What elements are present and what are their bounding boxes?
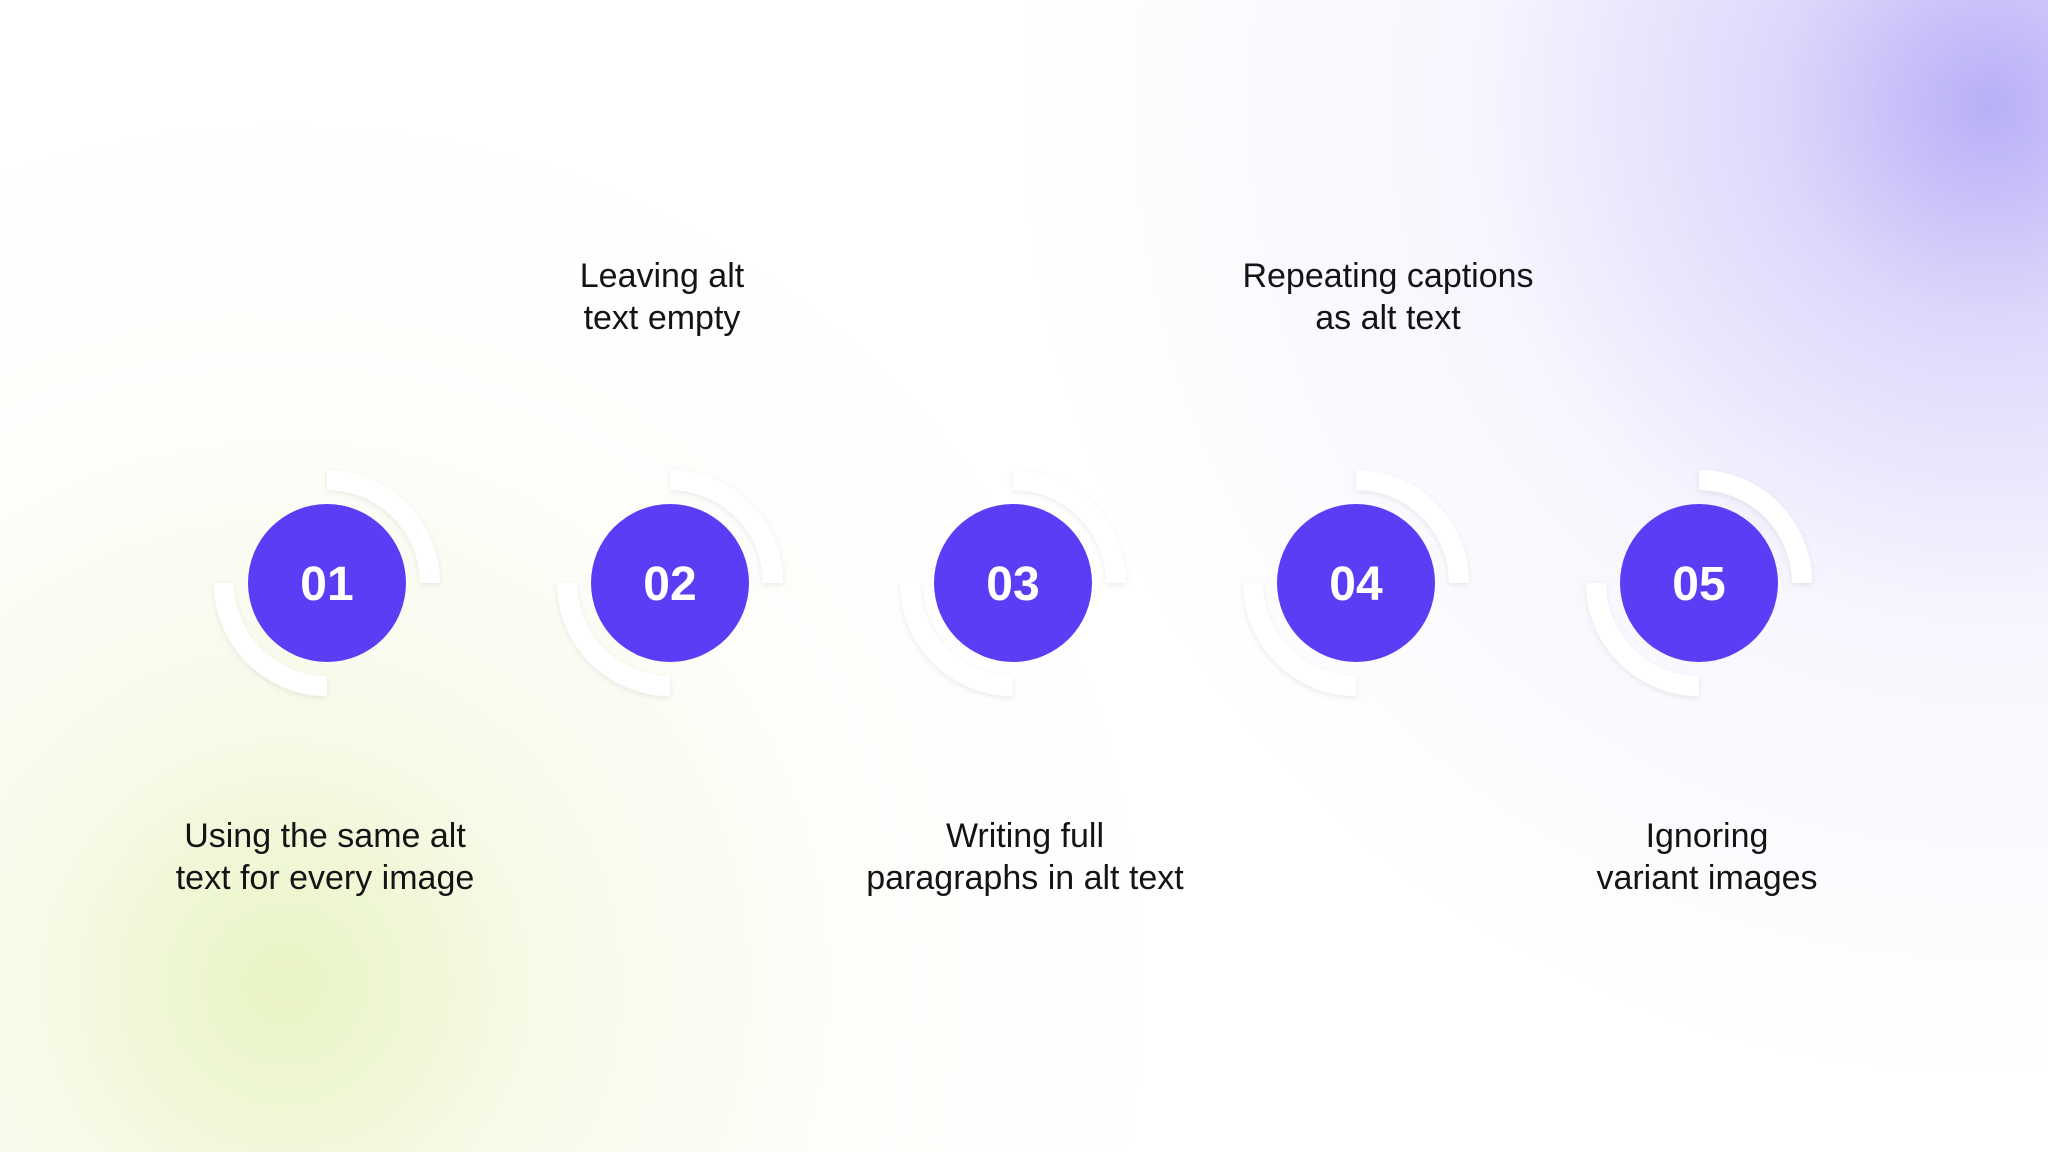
step-04-circle [1277, 504, 1435, 662]
step-01-label: Using the same alt text for every image [175, 817, 475, 897]
step-04-lower-arc [1243, 582, 1357, 696]
step-03-circle [934, 504, 1092, 662]
step-03-upper-arc [1012, 470, 1126, 584]
step-02-label: Leaving alt text empty [579, 257, 745, 337]
step-04-upper-arc [1355, 470, 1469, 584]
step-03-label: Writing full paragraphs in alt text [866, 817, 1184, 897]
step-02-circle [591, 504, 749, 662]
step-03-number: 03 [986, 558, 1039, 611]
step-04-label: Repeating captions as alt text [1242, 257, 1534, 337]
step-02-lower-arc [557, 582, 671, 696]
step-03-lower-arc [900, 582, 1014, 696]
step-04-number: 04 [1329, 558, 1383, 611]
step-02-number: 02 [643, 558, 696, 611]
step-01-lower-arc [214, 582, 328, 696]
step-05-lower-arc [1586, 582, 1700, 696]
step-01-number: 01 [300, 558, 353, 611]
step-05-circle [1620, 504, 1778, 662]
step-01-circle [248, 504, 406, 662]
step-02-upper-arc [669, 470, 783, 584]
step-01-upper-arc [326, 470, 440, 584]
step-05-number: 05 [1672, 558, 1725, 611]
step-05-label: Ignoring variant images [1596, 817, 1818, 897]
step-05-upper-arc [1698, 470, 1812, 584]
